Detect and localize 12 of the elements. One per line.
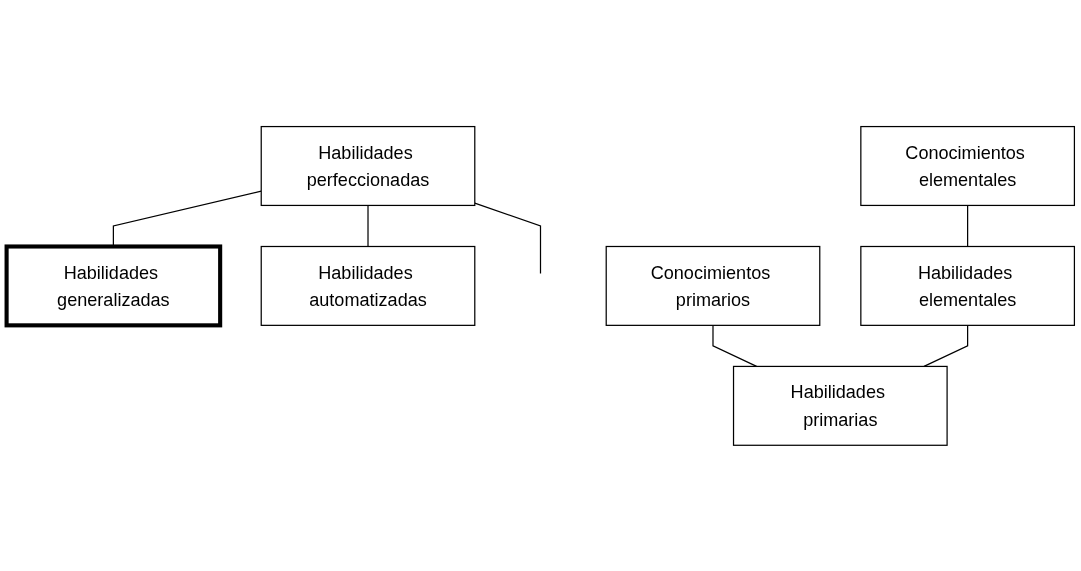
- node-box: Habilidades perfeccionadas: [260, 125, 476, 206]
- connector: [474, 202, 542, 274]
- node-box: Conocimientos primarios: [605, 245, 821, 326]
- connector: [367, 204, 369, 247]
- node-box: Habilidades automatizadas: [260, 245, 476, 326]
- node-box: Habilidades generalizadas: [4, 244, 223, 327]
- connector: [923, 324, 969, 367]
- node-box: Habilidades primarias: [732, 365, 948, 446]
- node-box: Conocimientos elementales: [860, 125, 1076, 206]
- connector: [712, 324, 758, 367]
- connector: [967, 204, 969, 247]
- node-box: Habilidades elementales: [860, 245, 1076, 326]
